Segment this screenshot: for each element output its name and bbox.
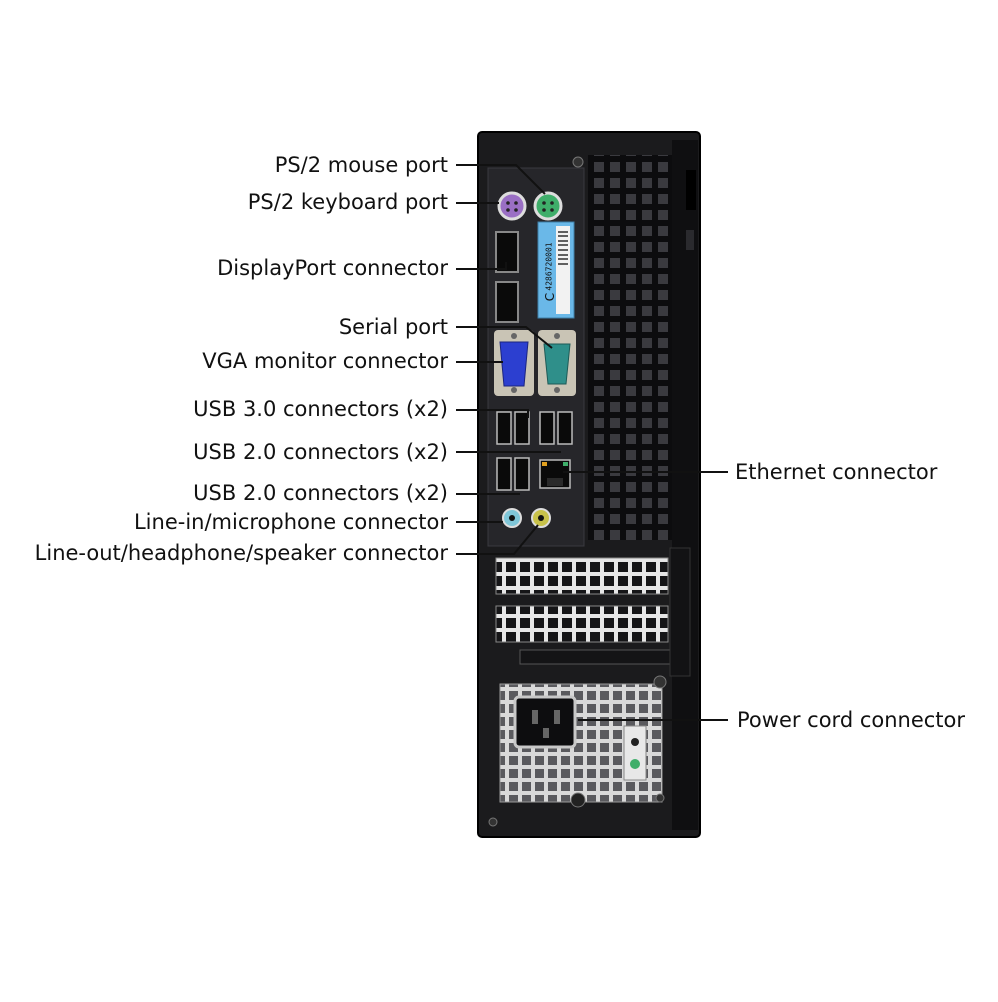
label-power: Power cord connector — [737, 708, 966, 732]
ps2-keyboard-port — [497, 191, 527, 221]
label-line-out: Line-out/headphone/speaker connector — [34, 541, 448, 565]
line-out-jack — [531, 508, 551, 528]
label-usb2-b: USB 2.0 connectors (x2) — [193, 481, 448, 505]
ps2-mouse-port — [533, 191, 563, 221]
label-usb2-a: USB 2.0 connectors (x2) — [193, 440, 448, 464]
callout-usb3 — [456, 409, 529, 418]
ethernet-port — [539, 459, 571, 489]
line-in-jack — [502, 508, 522, 528]
label-line-in: Line-in/microphone connector — [133, 510, 448, 534]
callout-serial — [456, 326, 553, 349]
sticker-code: 4286720001 — [544, 242, 554, 291]
serial-sticker — [537, 221, 575, 319]
callout-ps2-mouse — [456, 164, 546, 195]
label-ps2-mouse: PS/2 mouse port — [274, 153, 448, 177]
callout-lines — [456, 164, 728, 721]
callout-displayport — [456, 262, 507, 270]
expansion-slots — [495, 547, 691, 677]
label-serial: Serial port — [338, 315, 448, 339]
usb-ports — [496, 411, 573, 491]
label-ps2-keyboard: PS/2 keyboard port — [247, 190, 448, 214]
displayport-connectors — [495, 231, 519, 323]
label-ethernet: Ethernet connector — [735, 460, 938, 484]
vga-connector — [494, 330, 534, 396]
label-displayport: DisplayPort connector — [217, 256, 448, 280]
callout-line-out — [456, 524, 539, 555]
sticker-letter: C — [543, 292, 558, 302]
label-usb3: USB 3.0 connectors (x2) — [193, 397, 448, 421]
serial-connector — [538, 330, 576, 396]
label-vga: VGA monitor connector — [202, 349, 448, 373]
vent-grille — [588, 155, 672, 540]
chassis-screws — [488, 156, 667, 827]
power-supply — [499, 683, 663, 808]
